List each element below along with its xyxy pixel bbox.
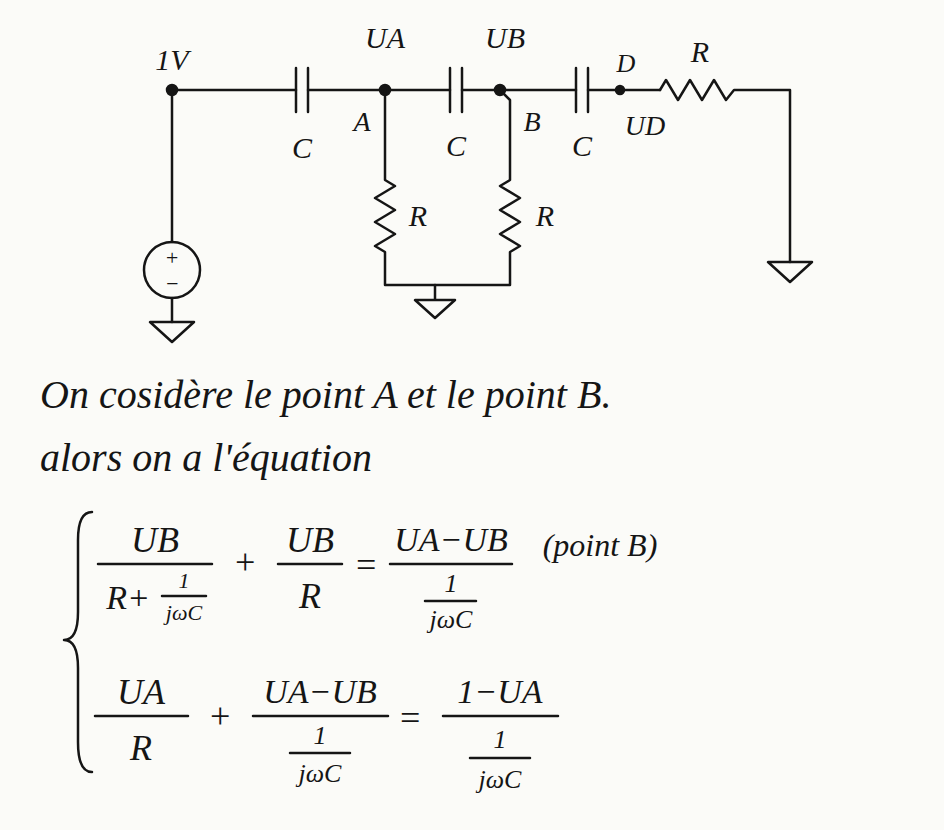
node-voltage: UA — [365, 23, 405, 53]
equation-note: (point B) — [543, 529, 658, 561]
resistor-symbol — [375, 90, 520, 285]
voltage-source-symbol — [144, 242, 200, 298]
equation-term: + — [233, 544, 257, 580]
equation-term: 1 — [494, 727, 507, 753]
part-label: C — [446, 131, 466, 161]
node-voltage: UB — [485, 23, 525, 53]
ground-symbol — [768, 262, 812, 282]
equation-term: UA−UB — [263, 675, 377, 709]
polarity-sign: − — [165, 273, 180, 295]
resistor-symbol — [660, 80, 790, 262]
capacitor-symbol — [576, 68, 588, 112]
equation-term: jωC — [479, 767, 522, 793]
equation-term: = — [354, 547, 378, 583]
node-voltage: UD — [625, 112, 665, 140]
equation-term: jωC — [430, 607, 473, 633]
part-label: R — [691, 37, 709, 67]
equation-term: 1 — [445, 571, 458, 597]
node-name: D — [617, 51, 636, 77]
equation-term: R+ — [106, 581, 150, 615]
part-label: R — [409, 201, 427, 231]
equation-term: jωC — [166, 602, 202, 624]
part-label: C — [292, 133, 312, 163]
capacitor-symbol — [296, 68, 308, 112]
equation-term: R — [130, 730, 152, 766]
terminal-label: 1V — [155, 45, 188, 75]
equation-term: UA — [117, 674, 165, 710]
junction-dot — [616, 86, 624, 94]
equation-term: 1−UA — [457, 675, 542, 709]
equation-term: + — [208, 698, 232, 734]
equation-term: UA−UB — [394, 523, 508, 557]
equation-term: 1 — [179, 570, 190, 592]
brace — [64, 512, 92, 772]
equation-term: = — [398, 700, 422, 736]
capacitor-symbol — [450, 68, 462, 112]
equation-term: UB — [286, 522, 334, 558]
equation-term: R — [299, 578, 321, 614]
equation-term: jωC — [299, 761, 342, 787]
part-label: C — [572, 131, 592, 161]
note-text: alors on a l'équation — [40, 438, 372, 478]
equation-term: UB — [131, 522, 179, 558]
note-text: On cosidère le point A et le point B. — [40, 375, 611, 415]
ground-symbol — [150, 322, 194, 342]
polarity-sign: + — [165, 247, 180, 269]
node-name: A — [353, 108, 370, 136]
equation-term: 1 — [314, 723, 327, 749]
node-name: B — [523, 108, 540, 136]
ground-symbol — [415, 285, 455, 318]
fraction-bar — [95, 564, 558, 758]
part-label: R — [536, 201, 554, 231]
